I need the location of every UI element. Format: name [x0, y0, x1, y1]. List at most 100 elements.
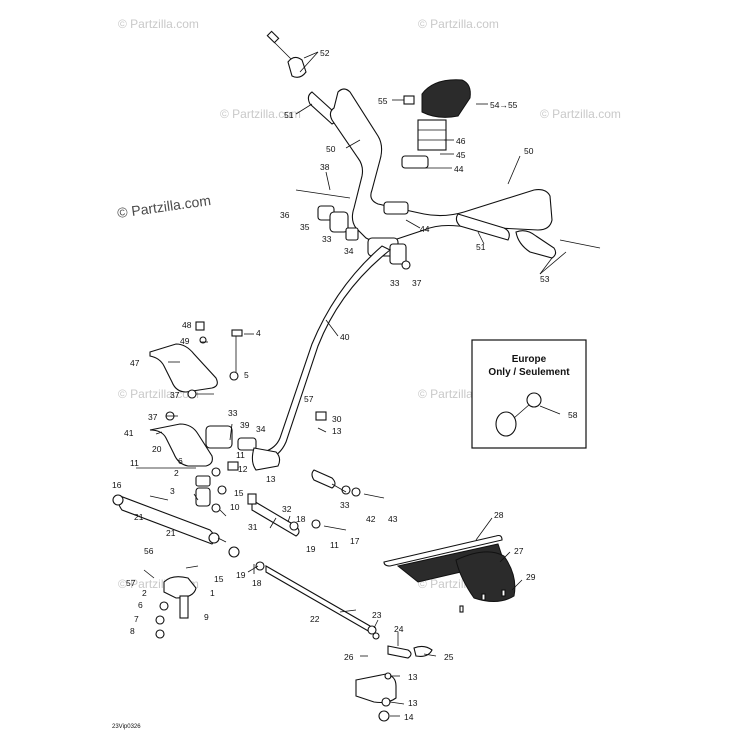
callout-37: 37 — [148, 412, 158, 422]
callout-8: 8 — [130, 626, 135, 636]
callout-50: 50 — [326, 144, 336, 154]
inset-title-line1: Europe — [512, 354, 547, 365]
callout-58: 58 — [568, 410, 578, 420]
callout-15: 15 — [214, 574, 224, 584]
watermark-main: © Partzilla.com — [116, 192, 212, 221]
callout-1: 1 — [210, 588, 215, 598]
callout-44: 44 — [420, 224, 430, 234]
watermark: © Partzilla.com — [118, 17, 199, 31]
callout-33: 33 — [228, 408, 238, 418]
callout-10: 10 — [230, 502, 240, 512]
callout-11: 11 — [236, 450, 245, 460]
callout-52: 52 — [320, 48, 330, 58]
callout-11: 11 — [130, 458, 139, 468]
callout-12: 12 — [238, 464, 248, 474]
drawing-code: 23Vip0326 — [112, 724, 141, 730]
watermark: © Partzilla.com — [418, 17, 499, 31]
callout-18: 18 — [296, 514, 306, 524]
callout-29: 29 — [526, 572, 536, 582]
europe-inset: Europe Only / Seulement 58 — [471, 339, 587, 449]
lower-support-bracket — [149, 411, 327, 471]
callout-35: 35 — [300, 222, 310, 232]
callout-27: 27 — [514, 546, 524, 556]
callout-19: 19 — [236, 570, 246, 580]
callout-22: 22 — [310, 614, 320, 624]
callout-20: 20 — [152, 444, 162, 454]
leader-lines — [143, 51, 567, 717]
callout-13: 13 — [332, 426, 342, 436]
callout-46: 46 — [456, 136, 466, 146]
callout-54-55: 54→55 — [490, 100, 518, 110]
inset-frame — [471, 339, 587, 449]
steering-arm-lower — [155, 565, 199, 639]
callout-36: 36 — [280, 210, 290, 220]
callout-37: 37 — [412, 278, 422, 288]
callout-37: 37 — [170, 390, 180, 400]
callout-44: 44 — [454, 164, 464, 174]
callouts: 52 51 55 54→55 46 45 44 50 50 44 38 36 3… — [112, 48, 550, 722]
callout-9: 9 — [204, 612, 209, 622]
callout-47: 47 — [130, 358, 140, 368]
watermark: © Partzilla.com — [220, 107, 301, 121]
ski-spindle — [355, 672, 397, 722]
callout-26: 26 — [344, 652, 354, 662]
callout-2: 2 — [174, 468, 179, 478]
callout-34: 34 — [256, 424, 266, 434]
callout-25: 25 — [444, 652, 454, 662]
callout-33: 33 — [390, 278, 400, 288]
callout-13: 13 — [266, 474, 276, 484]
callout-48: 48 — [182, 320, 192, 330]
callout-57: 57 — [304, 394, 314, 404]
callout-31: 31 — [248, 522, 258, 532]
steering-column — [255, 245, 392, 461]
callout-18: 18 — [252, 578, 262, 588]
callout-49: 49 — [180, 336, 190, 346]
callout-51: 51 — [284, 110, 294, 120]
callout-55: 55 — [378, 96, 388, 106]
callout-42: 42 — [366, 514, 376, 524]
callout-56: 56 — [144, 546, 154, 556]
callout-23: 23 — [372, 610, 382, 620]
steering-linkage — [112, 467, 385, 545]
callout-21: 21 — [166, 528, 176, 538]
tie-rod — [228, 546, 433, 659]
callout-32: 32 — [282, 504, 292, 514]
callout-6: 6 — [178, 456, 183, 466]
callout-13: 13 — [408, 672, 418, 682]
callout-33: 33 — [340, 500, 350, 510]
callout-30: 30 — [332, 414, 342, 424]
callout-24: 24 — [394, 624, 404, 634]
callout-53: 53 — [540, 274, 550, 284]
boot-cover — [383, 534, 516, 613]
callout-6: 6 — [138, 600, 143, 610]
callout-40: 40 — [340, 332, 350, 342]
callout-38: 38 — [320, 162, 330, 172]
inset-title-line2: Only / Seulement — [488, 367, 570, 378]
callout-28: 28 — [494, 510, 504, 520]
callout-21: 21 — [134, 512, 144, 522]
callout-3: 3 — [170, 486, 175, 496]
upper-support-bracket — [149, 321, 243, 399]
callout-2: 2 — [142, 588, 147, 598]
callout-51: 51 — [476, 242, 486, 252]
callout-41: 41 — [124, 428, 134, 438]
callout-43: 43 — [388, 514, 398, 524]
callout-50: 50 — [524, 146, 534, 156]
watermark: © Partzilla.com — [540, 107, 621, 121]
callout-15: 15 — [234, 488, 244, 498]
callout-5: 5 — [244, 370, 249, 380]
callout-57: 57 — [126, 578, 136, 588]
callout-16: 16 — [112, 480, 122, 490]
callout-33: 33 — [322, 234, 332, 244]
callout-7: 7 — [134, 614, 139, 624]
callout-19: 19 — [306, 544, 316, 554]
callout-45: 45 — [456, 150, 466, 160]
callout-34: 34 — [344, 246, 354, 256]
callout-17: 17 — [350, 536, 360, 546]
callout-11: 11 — [330, 540, 339, 550]
callout-4: 4 — [256, 328, 261, 338]
callout-39: 39 — [240, 420, 250, 430]
handlebar-assembly — [266, 30, 601, 270]
